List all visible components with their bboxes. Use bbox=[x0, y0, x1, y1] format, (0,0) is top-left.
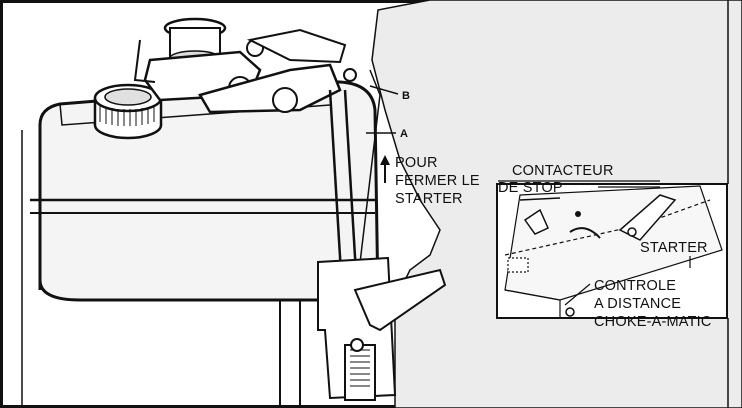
contacteur-line2: DE STOP bbox=[498, 180, 563, 196]
controle-leader bbox=[564, 283, 591, 306]
control-bracket bbox=[317, 256, 447, 401]
pour-fermer-line2: FERMER LE bbox=[395, 173, 480, 189]
pour-fermer-line1: POUR bbox=[395, 155, 438, 171]
contacteur-line1: CONTACTEUR bbox=[512, 163, 614, 179]
carburetor bbox=[133, 17, 357, 114]
callout-a-label: A bbox=[400, 128, 408, 140]
controle-line3: CHOKE-A-MATIC bbox=[594, 314, 712, 330]
callout-b-leader bbox=[369, 85, 399, 95]
controle-line2: A DISTANCE bbox=[594, 296, 681, 312]
fuel-cap bbox=[93, 83, 163, 140]
inset-detail bbox=[496, 183, 728, 319]
callout-b-label: B bbox=[402, 90, 410, 102]
starter-label: STARTER bbox=[640, 240, 708, 256]
fuel-tank bbox=[30, 80, 380, 408]
pour-fermer-line3: STARTER bbox=[395, 191, 463, 207]
close-choke-arrow-icon bbox=[380, 155, 390, 183]
controle-line1: CONTROLE bbox=[594, 278, 676, 294]
